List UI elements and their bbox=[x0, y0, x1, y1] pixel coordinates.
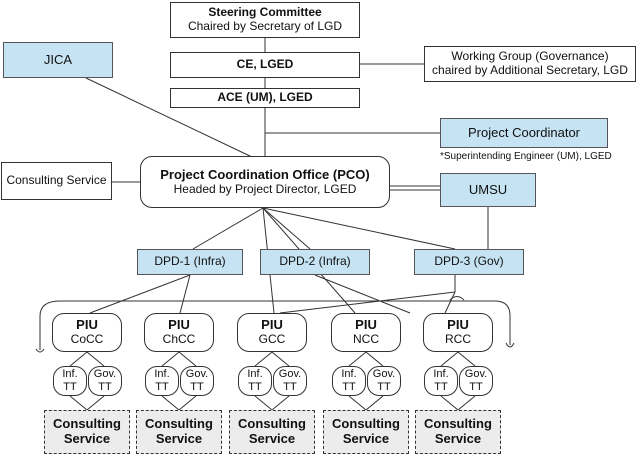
gov-tt-box: Gov. TT bbox=[180, 366, 214, 396]
inf-tt-line2: TT bbox=[63, 381, 77, 393]
consulting-service-box: Consulting Service bbox=[44, 410, 130, 454]
piu-gcc-label: GCC bbox=[258, 332, 286, 347]
gov-tt-line1: Gov. bbox=[372, 368, 396, 381]
ce-lged-box: CE, LGED bbox=[170, 52, 360, 78]
steering-committee-subtitle: Chaired by Secretary of LGD bbox=[187, 19, 343, 33]
inf-tt-line2: TT bbox=[248, 381, 262, 393]
gov-tt-line2: TT bbox=[377, 381, 391, 393]
gov-tt-line1: Gov. bbox=[185, 368, 209, 381]
gov-tt-line2: TT bbox=[98, 381, 112, 393]
steering-committee-title: Steering Committee bbox=[208, 5, 322, 20]
inf-tt-line1: Inf. bbox=[154, 368, 170, 381]
piu-ncc-label: NCC bbox=[353, 332, 379, 347]
inf-tt-box: Inf. TT bbox=[238, 366, 272, 396]
gov-tt-box: Gov. TT bbox=[273, 366, 307, 396]
project-coordinator-box: Project Coordinator bbox=[440, 118, 608, 148]
inf-tt-box: Inf. TT bbox=[145, 366, 179, 396]
consulting-service-line2: Service bbox=[248, 431, 296, 446]
inf-tt-line1: Inf. bbox=[341, 368, 357, 381]
inf-tt-line1: Inf. bbox=[433, 368, 449, 381]
pco-subtitle: Headed by Project Director, LGED bbox=[173, 181, 357, 196]
piu-label: PIU bbox=[76, 317, 98, 333]
steering-committee-box: Steering Committee Chaired by Secretary … bbox=[170, 2, 360, 38]
inf-tt-box: Inf. TT bbox=[332, 366, 366, 396]
piu-label: PIU bbox=[355, 317, 377, 333]
gov-tt-line1: Gov. bbox=[278, 368, 302, 381]
pco-title: Project Coordination Office (PCO) bbox=[160, 166, 370, 182]
consulting-service-line1: Consulting bbox=[145, 416, 213, 432]
piu-chcc-box: PIU ChCC bbox=[144, 313, 214, 352]
gov-tt-line2: TT bbox=[283, 381, 297, 393]
consulting-service-line1: Consulting bbox=[53, 416, 121, 432]
umsu-label: UMSU bbox=[468, 181, 508, 197]
dpd-3-box: DPD-3 (Gov) bbox=[414, 249, 524, 275]
gov-tt-box: Gov. TT bbox=[367, 366, 401, 396]
dpd-1-box: DPD-1 (Infra) bbox=[137, 249, 243, 275]
consulting-service-box: Consulting Service bbox=[136, 410, 222, 454]
piu-cocc-label: CoCC bbox=[70, 332, 104, 347]
project-coordinator-note: *Superintending Engineer (UM), LGED bbox=[440, 151, 612, 162]
dpd-1-label: DPD-1 (Infra) bbox=[154, 254, 226, 269]
project-coordinator-label: Project Coordinator bbox=[468, 124, 580, 140]
consulting-service-line2: Service bbox=[63, 431, 111, 446]
dpd-3-label: DPD-3 (Gov) bbox=[434, 254, 504, 269]
jica-box: JICA bbox=[3, 42, 113, 78]
consulting-service-box: Consulting Service bbox=[229, 410, 315, 454]
piu-rcc-box: PIU RCC bbox=[423, 313, 493, 352]
consulting-service-line1: Consulting bbox=[238, 416, 306, 432]
consulting-service-box: Consulting Service bbox=[323, 410, 409, 454]
consulting-service-line1: Consulting bbox=[424, 416, 492, 432]
pco-box: Project Coordination Office (PCO) Headed… bbox=[140, 156, 390, 208]
gov-tt-line2: TT bbox=[190, 381, 204, 393]
inf-tt-line2: TT bbox=[342, 381, 356, 393]
gov-tt-line2: TT bbox=[469, 381, 483, 393]
inf-tt-line2: TT bbox=[434, 381, 448, 393]
consulting-service-left-label: Consulting Service bbox=[6, 173, 107, 188]
working-group-line1: Working Group (Governance) bbox=[451, 49, 609, 64]
consulting-service-line2: Service bbox=[342, 431, 390, 446]
consulting-service-box: Consulting Service bbox=[415, 410, 501, 454]
piu-gcc-box: PIU GCC bbox=[237, 313, 307, 352]
gov-tt-line1: Gov. bbox=[464, 368, 488, 381]
inf-tt-line2: TT bbox=[155, 381, 169, 393]
piu-chcc-label: ChCC bbox=[162, 332, 196, 347]
gov-tt-box: Gov. TT bbox=[88, 366, 122, 396]
working-group-box: Working Group (Governance) chaired by Ad… bbox=[424, 46, 636, 82]
inf-tt-box: Inf. TT bbox=[53, 366, 87, 396]
gov-tt-box: Gov. TT bbox=[459, 366, 493, 396]
consulting-service-line2: Service bbox=[434, 431, 482, 446]
jica-label: JICA bbox=[43, 51, 73, 67]
inf-tt-line1: Inf. bbox=[62, 368, 78, 381]
consulting-service-line2: Service bbox=[155, 431, 203, 446]
piu-ncc-box: PIU NCC bbox=[331, 313, 401, 352]
working-group-line2: chaired by Additional Secretary, LGD bbox=[432, 63, 628, 77]
consulting-service-left-box: Consulting Service bbox=[1, 162, 112, 200]
dpd-2-label: DPD-2 (Infra) bbox=[279, 254, 351, 269]
consulting-service-line1: Consulting bbox=[332, 416, 400, 432]
piu-label: PIU bbox=[261, 317, 283, 333]
inf-tt-line1: Inf. bbox=[247, 368, 263, 381]
umsu-box: UMSU bbox=[440, 173, 536, 207]
piu-label: PIU bbox=[447, 317, 469, 333]
inf-tt-box: Inf. TT bbox=[424, 366, 458, 396]
piu-label: PIU bbox=[168, 317, 190, 333]
dpd-2-box: DPD-2 (Infra) bbox=[260, 249, 370, 275]
piu-cocc-box: PIU CoCC bbox=[52, 313, 122, 352]
piu-rcc-label: RCC bbox=[445, 332, 471, 347]
ce-lged-label: CE, LGED bbox=[236, 57, 294, 72]
gov-tt-line1: Gov. bbox=[93, 368, 117, 381]
ace-lged-box: ACE (UM), LGED bbox=[170, 88, 360, 108]
ace-lged-label: ACE (UM), LGED bbox=[217, 90, 313, 105]
